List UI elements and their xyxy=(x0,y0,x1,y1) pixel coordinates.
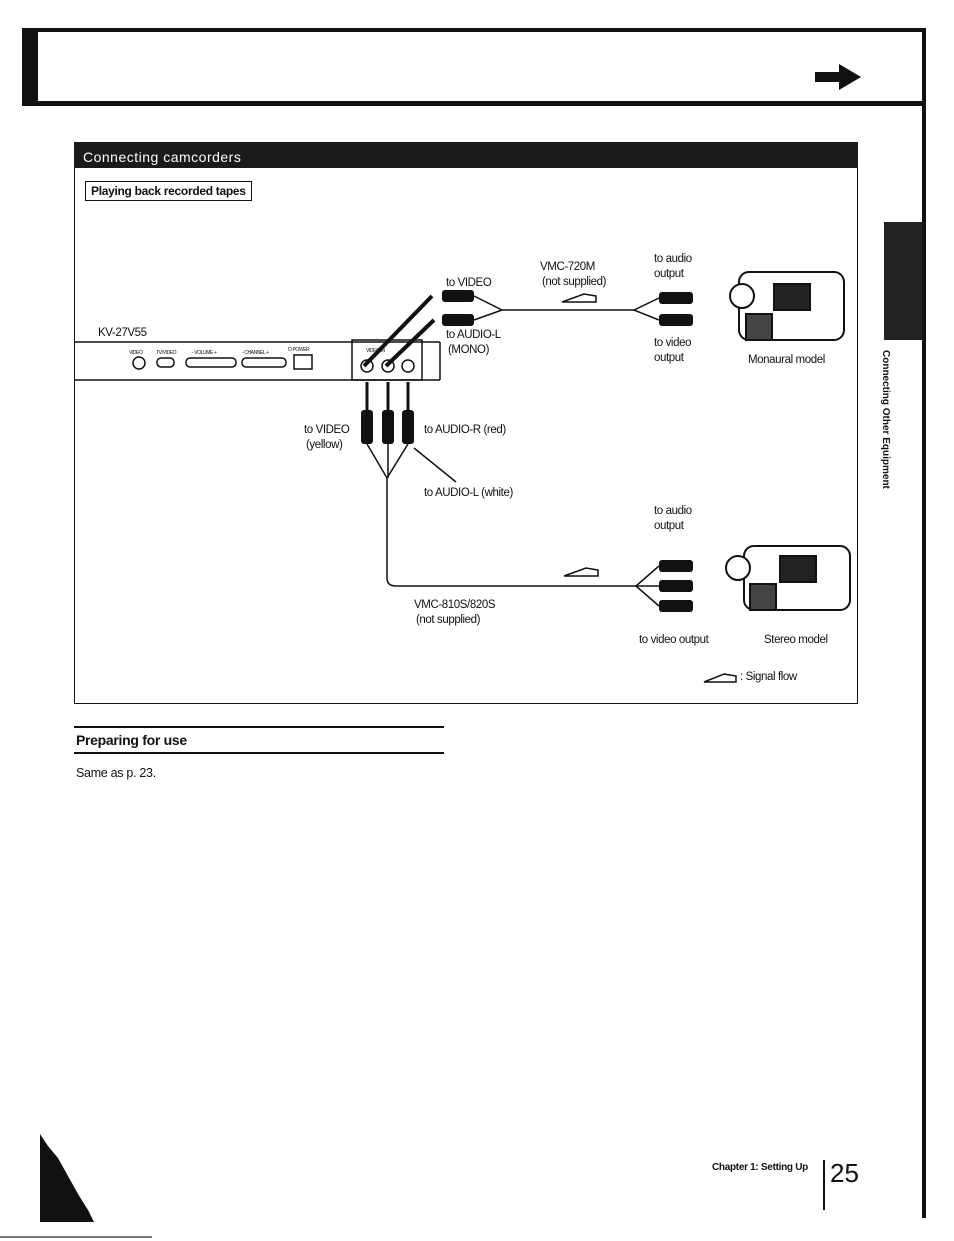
mono-to-video-label: to VIDEO xyxy=(446,277,492,289)
tv-video-label: VIDEO xyxy=(129,350,143,356)
tv-tvvideo-label: TV/VIDEO xyxy=(156,350,177,356)
chapter-side-tab xyxy=(884,222,922,340)
stereo-plugs-tv xyxy=(361,410,414,444)
header-rule-top xyxy=(24,28,926,32)
stereo-yellow-label: (yellow) xyxy=(306,439,343,451)
connection-diagram: KV-27V55 VIDEO TV/VIDEO - VOLUME + - CHA… xyxy=(74,168,858,704)
monaural-camcorder-icon xyxy=(729,271,845,341)
tv-video-in-label: VIDEO IN xyxy=(366,348,385,354)
stereo-cable-note: (not supplied) xyxy=(416,614,481,626)
signal-flow-legend-label: : Signal flow xyxy=(740,671,797,683)
stereo-cable-run xyxy=(366,443,660,607)
tv-channel-label: - CHANNEL + xyxy=(242,350,269,356)
tv-volume-label: - VOLUME + xyxy=(192,350,217,356)
stereo-to-audio-output-label-2: output xyxy=(654,520,684,532)
stereo-to-audio-r-label: to AUDIO-R (red) xyxy=(424,424,506,436)
mono-to-audio-output-label-2: output xyxy=(654,268,684,280)
tv-model-label: KV-27V55 xyxy=(98,327,147,339)
stereo-model-label: Stereo model xyxy=(764,634,828,646)
prep-heading: Preparing for use xyxy=(76,732,187,748)
page-corner-mark xyxy=(40,1134,94,1222)
monaural-model-label: Monaural model xyxy=(748,354,825,366)
stereo-camcorder-icon xyxy=(725,545,851,611)
signal-flow-arrow-mono xyxy=(561,293,597,303)
mono-plugs-camera xyxy=(659,292,693,326)
stereo-to-video-output-label: to video output xyxy=(639,634,709,646)
mono-to-video-output-label-2: output xyxy=(654,352,684,364)
mono-cable-label: VMC-720M xyxy=(540,261,595,273)
signal-flow-arrow-stereo xyxy=(563,567,599,577)
page-number: 25 xyxy=(830,1158,859,1188)
stereo-plugs-camera xyxy=(659,560,693,612)
header-rule-bottom xyxy=(24,101,926,106)
mono-to-audio-l-label: to AUDIO-L xyxy=(446,329,501,341)
footer-chapter: Chapter 1: Setting Up xyxy=(712,1162,808,1173)
mono-to-video-output-label: to video xyxy=(654,337,692,349)
prep-rule-bottom xyxy=(74,752,444,754)
mono-cable-note: (not supplied) xyxy=(542,276,607,288)
subsection-title: Playing back recorded tapes xyxy=(85,181,252,201)
header-edge-block xyxy=(22,28,38,106)
stereo-to-audio-output-label: to audio xyxy=(654,505,692,517)
tv-front-panel xyxy=(74,339,441,381)
mono-cable xyxy=(362,294,436,368)
continue-arrow-icon xyxy=(815,64,861,90)
prep-rule-top xyxy=(74,726,444,728)
diagram-drawing xyxy=(74,271,851,683)
stereo-cable-label: VMC-810S/820S xyxy=(414,599,496,611)
mono-mono-label: (MONO) xyxy=(448,344,490,356)
tv-power-label: O POWER xyxy=(288,347,310,353)
section-title: Connecting camcorders xyxy=(74,142,858,168)
chapter-side-label: Connecting Other Equipment xyxy=(880,350,891,489)
page-edge-rule xyxy=(922,28,926,1218)
stereo-to-video-label: to VIDEO xyxy=(304,424,350,436)
footer-divider xyxy=(823,1160,825,1210)
mono-plugs-tv xyxy=(442,290,474,326)
prep-body: Same as p. 23. xyxy=(76,766,156,780)
bottom-edge-line xyxy=(0,1236,152,1238)
stereo-to-audio-l-label: to AUDIO-L (white) xyxy=(424,487,513,499)
signal-flow-legend-arrow xyxy=(703,673,737,683)
mono-cable-run xyxy=(473,295,660,321)
mono-to-audio-output-label: to audio xyxy=(654,253,692,265)
